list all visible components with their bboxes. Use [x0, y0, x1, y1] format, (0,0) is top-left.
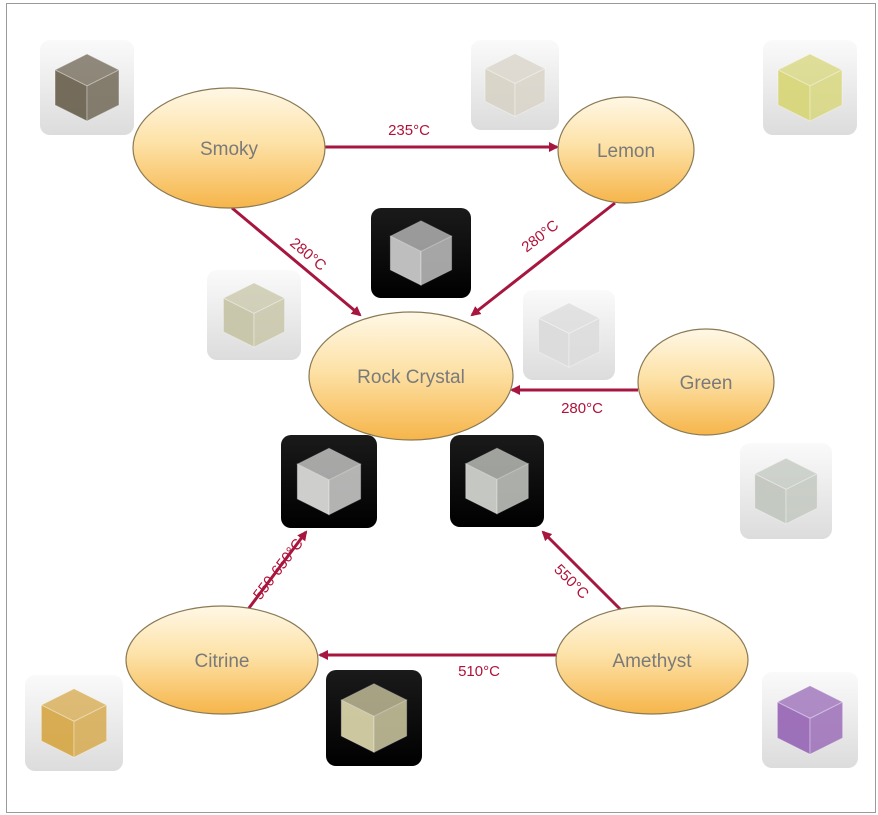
amethyst-to-rock-crystal-image — [450, 435, 544, 527]
node-label-rock-crystal: Rock Crystal — [357, 367, 465, 388]
node-green: Green — [637, 328, 775, 436]
node-label-lemon: Lemon — [597, 141, 655, 162]
node-citrine: Citrine — [125, 605, 319, 715]
node-label-amethyst: Amethyst — [612, 651, 692, 672]
lemon-to-rock-crystal-image — [523, 290, 615, 380]
node-label-citrine: Citrine — [195, 651, 250, 672]
edge-label-amethyst-citrine: 510°C — [458, 663, 500, 680]
arrow-amethyst-to-rock-crystal — [541, 530, 625, 614]
edge-label-green-rock-crystal: 280°C — [561, 400, 603, 417]
node-label-green: Green — [680, 373, 733, 394]
edge-label-citrine-rock-crystal: 550-650°C — [250, 535, 307, 603]
lemon-banded-crystal-image — [471, 40, 559, 130]
rock-crystal-image — [371, 208, 471, 298]
node-label-smoky: Smoky — [200, 139, 259, 160]
green-crystal-image — [740, 443, 832, 539]
edge-label-amethyst-rock-crystal: 550°C — [550, 561, 592, 603]
citrine-to-rock-crystal-image — [281, 435, 377, 528]
node-amethyst: Amethyst — [555, 605, 749, 715]
node-smoky: Smoky — [132, 87, 326, 209]
arrow-smoky-to-rock-crystal — [231, 206, 362, 317]
node-rock-crystal: Rock Crystal — [308, 311, 514, 441]
amethyst-crystal-image — [762, 672, 858, 768]
amethyst-to-citrine-image — [326, 670, 422, 766]
lemon-crystal-image — [763, 40, 857, 135]
citrine-crystal-image — [25, 675, 123, 771]
smoky-crystal-image — [40, 40, 134, 135]
edge-label-smoky-lemon: 235°C — [388, 122, 430, 139]
smoky-to-rock-crystal-image — [207, 270, 301, 360]
edge-label-smoky-rock-crystal: 280°C — [286, 235, 329, 275]
arrow-citrine-to-rock-crystal — [244, 530, 308, 613]
node-lemon: Lemon — [557, 96, 695, 204]
arrow-lemon-to-rock-crystal — [470, 201, 616, 317]
